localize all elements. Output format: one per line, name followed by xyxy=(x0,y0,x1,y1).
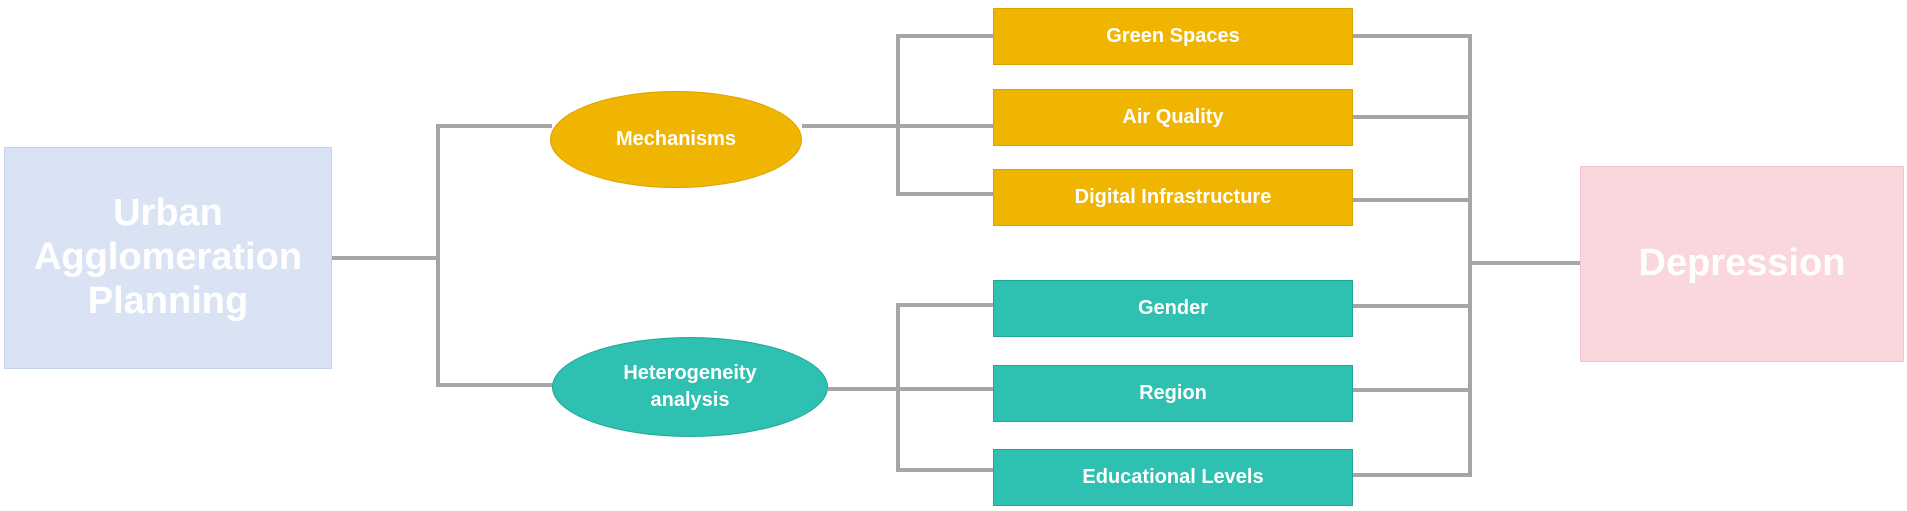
target-node-label: Depression xyxy=(1638,242,1846,285)
factor-node-label: Green Spaces xyxy=(1106,25,1240,47)
factor-node-region: Region xyxy=(993,365,1353,422)
factor-node-green-spaces: Green Spaces xyxy=(993,8,1353,65)
branch-node-heterogeneity-analysis: Heterogeneity analysis xyxy=(552,337,828,437)
source-node-urban-agglomeration-planning: Urban Agglomeration Planning xyxy=(4,147,332,369)
factor-node-label: Region xyxy=(1139,382,1207,404)
factor-node-air-quality: Air Quality xyxy=(993,89,1353,146)
source-node-label: Urban Agglomeration Planning xyxy=(33,192,303,322)
branch-node-label: Mechanisms xyxy=(615,128,737,150)
factor-node-gender: Gender xyxy=(993,280,1353,337)
factor-node-digital-infrastructure: Digital Infrastructure xyxy=(993,169,1353,226)
target-node-depression: Depression xyxy=(1580,166,1904,362)
factor-node-label: Air Quality xyxy=(1122,106,1224,128)
factor-node-label: Educational Levels xyxy=(1082,466,1264,488)
branch-node-label: Heterogeneity analysis xyxy=(623,362,757,411)
factor-node-label: Gender xyxy=(1137,297,1209,319)
branch-node-mechanisms: Mechanisms xyxy=(550,91,802,188)
factor-node-educational-levels: Educational Levels xyxy=(993,449,1353,506)
factor-node-label: Digital Infrastructure xyxy=(1074,186,1272,208)
